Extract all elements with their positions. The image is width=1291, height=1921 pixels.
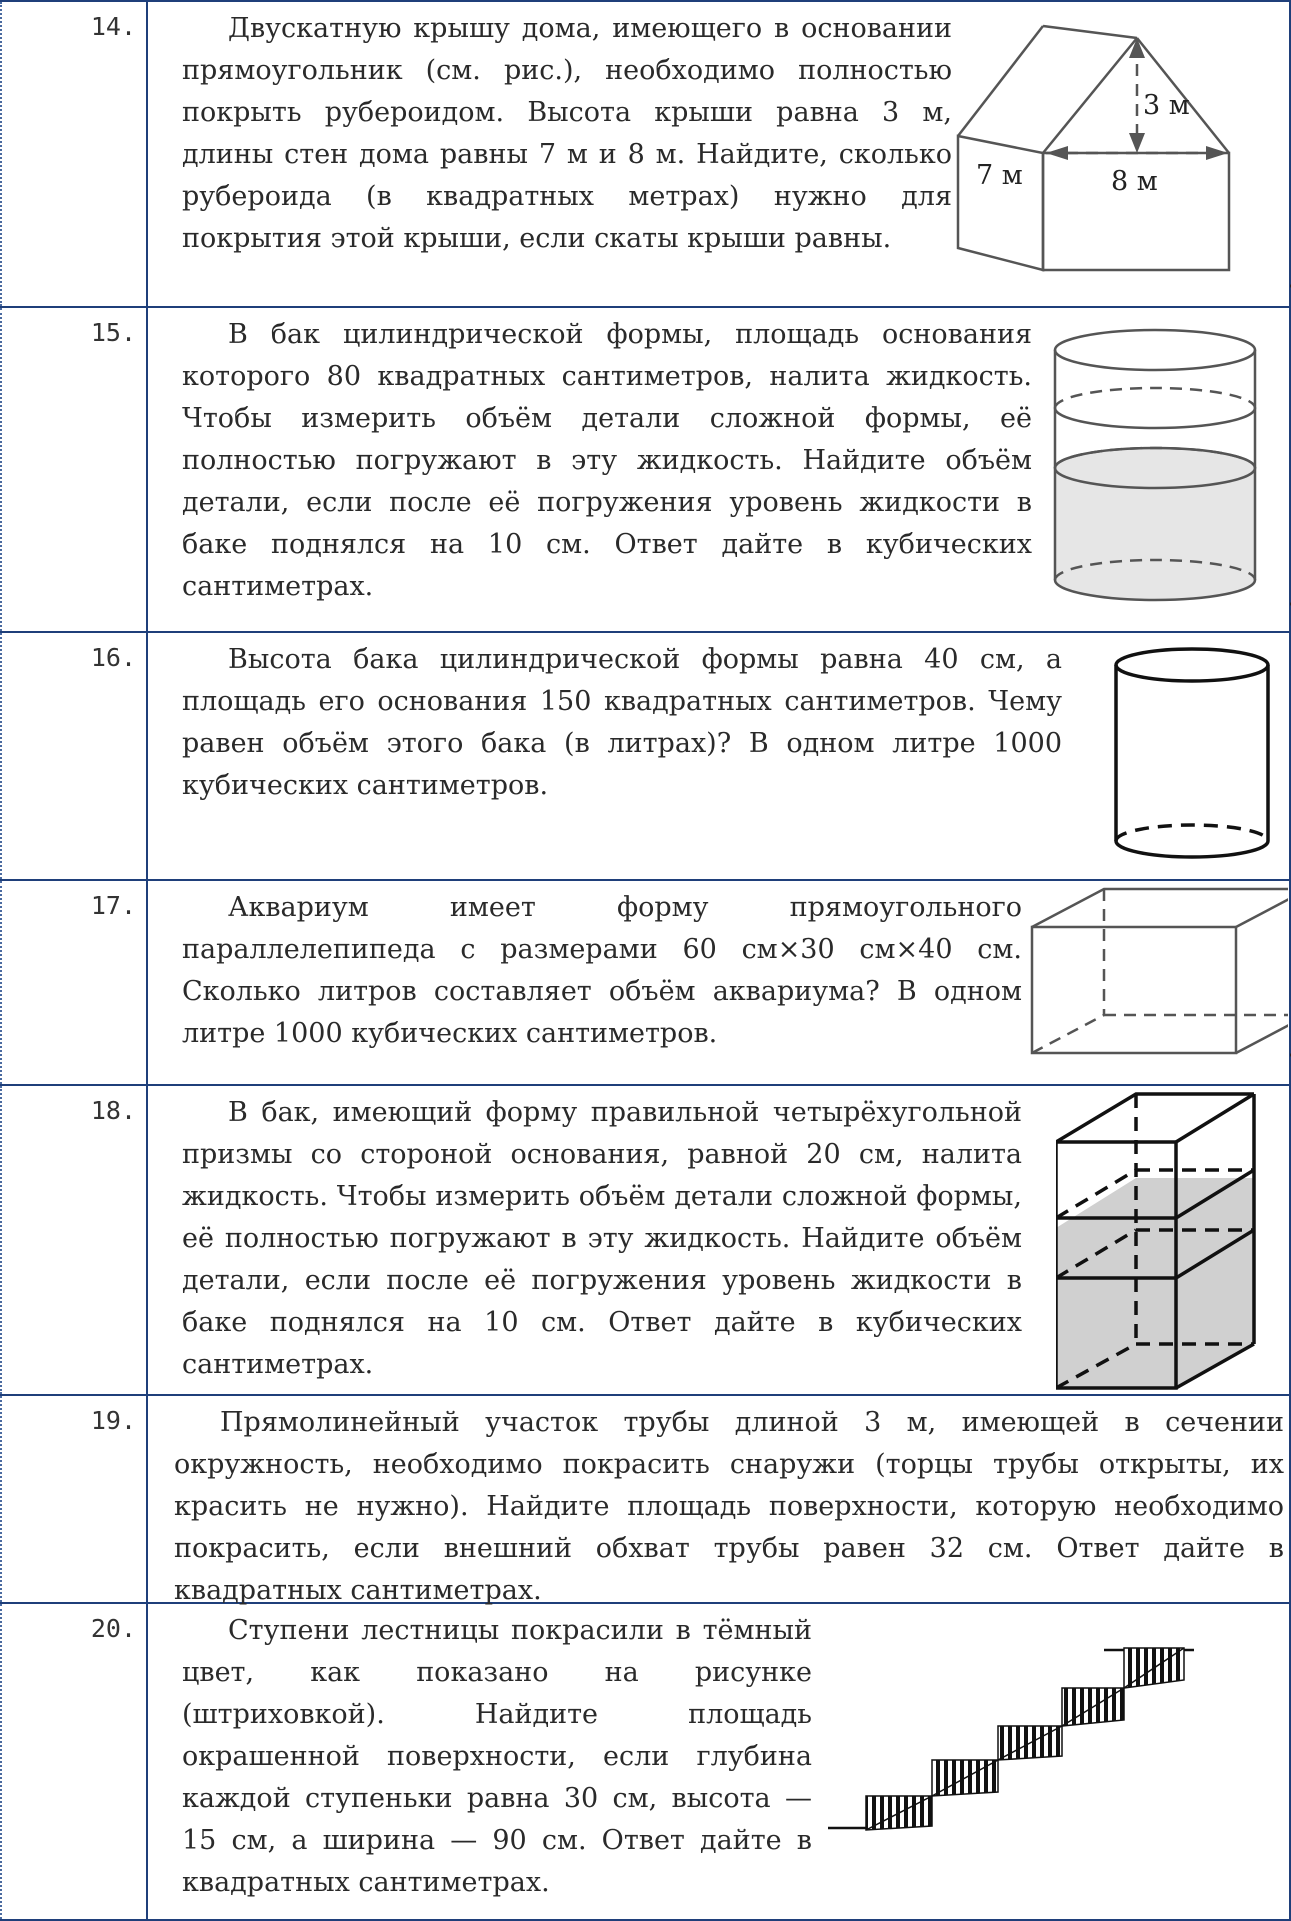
task-content: Двускатную крышу дома, имеющего в основа…	[146, 0, 1291, 308]
task-text: Прямолинейный участок трубы длиной 3 м, …	[174, 1407, 1284, 1606]
task-text: В бак, имеющий форму правильной четырёху…	[182, 1097, 1022, 1380]
task-text: Высота бака цилиндрической формы равна 4…	[182, 644, 1062, 801]
task-text: Двускатную крышу дома, имеющего в основа…	[182, 13, 952, 254]
task-number: 18.	[0, 1084, 148, 1396]
task-content: Прямолинейный участок трубы длиной 3 м, …	[146, 1394, 1291, 1606]
task-content: Ступени лестницы покрасили в тёмный цвет…	[146, 1602, 1291, 1921]
task-row: 19. Прямолинейный участок трубы длиной 3…	[0, 1394, 1291, 1606]
task-number: 14.	[0, 0, 148, 308]
task-content: Аквариум имеет форму прямоугольного пара…	[146, 879, 1291, 1086]
parallelepiped-figure	[1030, 887, 1288, 1055]
task-content: В бак, имеющий форму правильной четырёху…	[146, 1084, 1291, 1396]
task-number: 19.	[0, 1394, 148, 1604]
task-number: 17.	[0, 879, 148, 1086]
task-content: В бак цилиндрической формы, площадь осно…	[146, 306, 1291, 633]
prism-liquid-figure	[1056, 1092, 1256, 1390]
task-row: 20. Ступени лестницы покрасили в тёмный …	[0, 1602, 1291, 1921]
task-row: 14. Двускатную крышу дома, имеющего в ос…	[0, 0, 1291, 308]
house-roof-figure: 3 м 7 м 8 м	[956, 24, 1231, 272]
task-text: Аквариум имеет форму прямоугольного пара…	[182, 892, 1022, 1049]
task-row: 17. Аквариум имеет форму прямоугольного …	[0, 879, 1291, 1086]
task-number: 15.	[0, 306, 148, 633]
task-text: В бак цилиндрической формы, площадь осно…	[182, 319, 1032, 602]
task-number: 20.	[0, 1602, 148, 1921]
side-label: 7 м	[976, 160, 1023, 191]
front-label: 8 м	[1111, 166, 1158, 197]
height-label: 3 м	[1143, 90, 1190, 121]
staircase-figure	[828, 1647, 1194, 1831]
task-row: 16. Высота бака цилиндрической формы рав…	[0, 631, 1291, 881]
task-row: 18. В бак, имеющий форму правильной четы…	[0, 1084, 1291, 1396]
task-row: 15. В бак цилиндрической формы, площадь …	[0, 306, 1291, 633]
task-text: Ступени лестницы покрасили в тёмный цвет…	[182, 1615, 812, 1898]
cylinder-liquid-figure	[1053, 328, 1257, 602]
cylinder-figure	[1114, 647, 1270, 859]
task-content: Высота бака цилиндрической формы равна 4…	[146, 631, 1291, 881]
task-number: 16.	[0, 631, 148, 881]
